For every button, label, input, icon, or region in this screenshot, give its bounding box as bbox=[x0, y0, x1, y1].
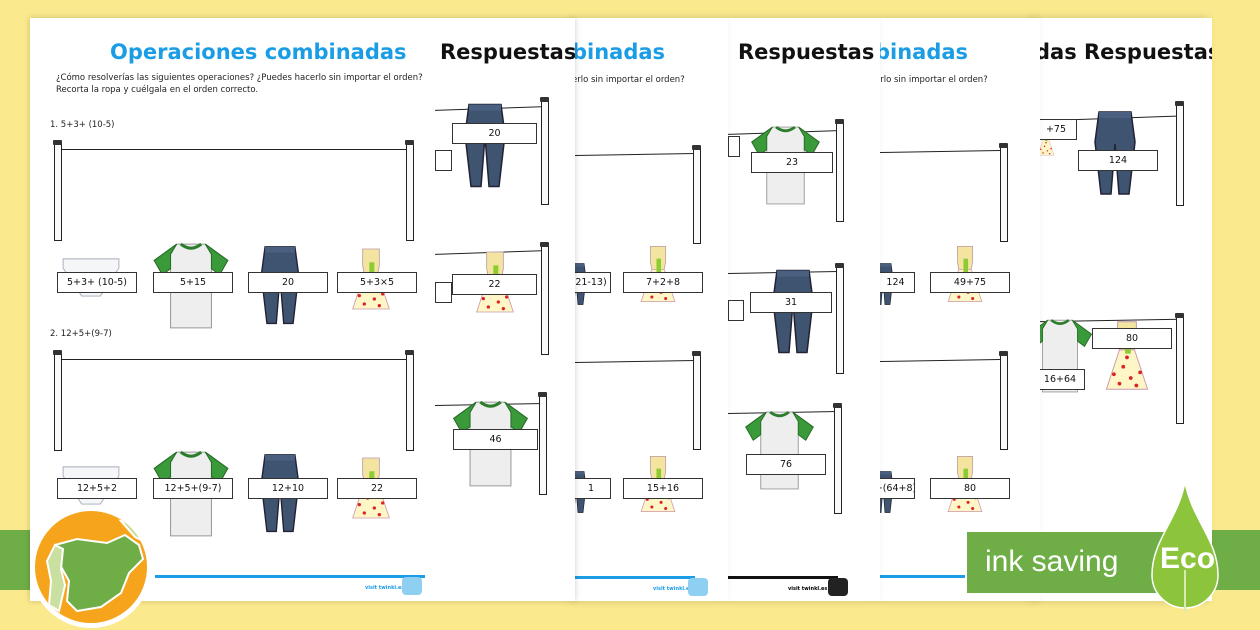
answer-label bbox=[728, 300, 744, 321]
choice-label[interactable]: 5+3×5 bbox=[337, 272, 417, 293]
choice-label[interactable]: 21-13) bbox=[575, 272, 611, 293]
answers-page-2: Respuestas 23 31 76 visit twinkl.es bbox=[728, 18, 880, 601]
ink-saving-badge bbox=[965, 530, 1165, 595]
answers-title: Respuestas bbox=[440, 40, 575, 64]
worksheet-page-3: binadas erlo sin importar el orden? 124 … bbox=[880, 18, 1040, 601]
answer-label: 22 bbox=[452, 274, 537, 295]
answer-label: 31 bbox=[750, 292, 832, 313]
footer-text: visit twinkl.es bbox=[788, 586, 828, 592]
question-1: 1. 5+3+ (10-5) bbox=[50, 120, 115, 130]
instructions-line-2: Recorta la ropa y cuélgala en el orden c… bbox=[56, 85, 259, 95]
clothesline-post bbox=[692, 145, 701, 244]
clothesline-post bbox=[833, 403, 842, 514]
footer-line bbox=[155, 575, 425, 578]
instructions-line-1: ¿Cómo resolverías las siguientes operaci… bbox=[56, 73, 423, 83]
answer-label bbox=[435, 150, 452, 171]
clothesline-post bbox=[53, 350, 62, 451]
answer-label bbox=[435, 282, 452, 303]
clothesline-post bbox=[540, 242, 549, 355]
choice-label[interactable]: 1 bbox=[575, 478, 611, 499]
twinkl-logo bbox=[828, 578, 848, 596]
answer-label bbox=[728, 136, 740, 157]
instructions: erlo sin importar el orden? bbox=[880, 75, 988, 85]
choice-label[interactable]: 7+2+8 bbox=[623, 272, 703, 293]
twinkl-logo bbox=[402, 577, 422, 595]
worksheet-page-2: binadas erlo sin importar el orden? 21-1… bbox=[575, 18, 728, 601]
worksheet-title: Operaciones combinadas bbox=[110, 40, 407, 64]
answer-label: 46 bbox=[453, 429, 538, 450]
footer-line bbox=[728, 576, 838, 579]
answers-page-3: das Respuestas +75 124 80 16+64 bbox=[1035, 18, 1212, 601]
instructions: erlo sin importar el orden? bbox=[575, 75, 685, 85]
clothesline bbox=[575, 359, 695, 364]
footer-line bbox=[880, 575, 1000, 578]
clothesline-post bbox=[538, 392, 547, 495]
clothesline-post bbox=[999, 143, 1008, 242]
clothesline-post bbox=[1175, 101, 1184, 206]
clothesline-post bbox=[405, 350, 414, 451]
choice-label[interactable]: 22 bbox=[337, 478, 417, 499]
clothesline bbox=[575, 152, 695, 157]
choice-label[interactable]: 12+5+(9-7) bbox=[153, 478, 233, 499]
answer-label: 16+64 bbox=[1035, 369, 1085, 390]
choice-label[interactable]: 5+15 bbox=[153, 272, 233, 293]
clothesline-post bbox=[1175, 313, 1184, 424]
choice-label[interactable]: +(64+8) bbox=[880, 478, 915, 499]
clothesline-post bbox=[835, 119, 844, 222]
ink-saving-text: ink saving bbox=[985, 545, 1119, 578]
worksheet-page-1: Operaciones combinadas ¿Cómo resolverías… bbox=[30, 18, 575, 601]
worksheet-title: binadas bbox=[575, 40, 666, 64]
choice-label[interactable]: 49+75 bbox=[930, 272, 1010, 293]
answers-title: Respuestas bbox=[738, 40, 875, 64]
spain-map-badge bbox=[30, 506, 152, 628]
answer-label: 23 bbox=[751, 152, 833, 173]
answer-label: 124 bbox=[1078, 150, 1158, 171]
clothesline-post bbox=[692, 351, 701, 450]
clothesline-post bbox=[835, 263, 844, 374]
clothesline bbox=[62, 149, 410, 150]
jeans-image bbox=[455, 100, 515, 195]
jeans-image bbox=[763, 266, 823, 361]
choice-label[interactable]: 12+10 bbox=[248, 478, 328, 499]
clothesline bbox=[880, 149, 1000, 154]
clothesline-post bbox=[999, 351, 1008, 450]
worksheet-title: binadas bbox=[880, 40, 969, 64]
footer-line bbox=[575, 576, 695, 579]
eco-text: Eco bbox=[1160, 542, 1216, 575]
clothesline-post bbox=[540, 97, 549, 205]
choice-label[interactable]: 20 bbox=[248, 272, 328, 293]
clothesline bbox=[62, 359, 410, 360]
spain-map-icon bbox=[45, 519, 147, 613]
choice-label[interactable]: 12+5+2 bbox=[57, 478, 137, 499]
answer-label: 76 bbox=[746, 454, 826, 475]
answer-label: 20 bbox=[452, 123, 537, 144]
choice-label[interactable]: 80 bbox=[930, 478, 1010, 499]
choice-label[interactable]: 5+3+ (10-5) bbox=[57, 272, 137, 293]
choice-label[interactable]: 15+16 bbox=[623, 478, 703, 499]
question-2: 2. 12+5+(9-7) bbox=[50, 329, 112, 339]
shirt-image bbox=[742, 408, 817, 493]
answer-label: +75 bbox=[1035, 119, 1077, 140]
footer-text: visit twinkl.es bbox=[653, 586, 693, 592]
answer-label: 80 bbox=[1092, 328, 1172, 349]
twinkl-logo bbox=[688, 578, 708, 596]
clothesline-post bbox=[405, 140, 414, 241]
clothesline bbox=[880, 358, 1000, 363]
answers-title: das Respuestas bbox=[1035, 40, 1212, 64]
footer-text: visit twinkl.es bbox=[365, 585, 405, 591]
choice-label[interactable]: 124 bbox=[880, 272, 915, 293]
eco-drop-icon bbox=[1151, 481, 1219, 612]
clothesline-post bbox=[53, 140, 62, 241]
